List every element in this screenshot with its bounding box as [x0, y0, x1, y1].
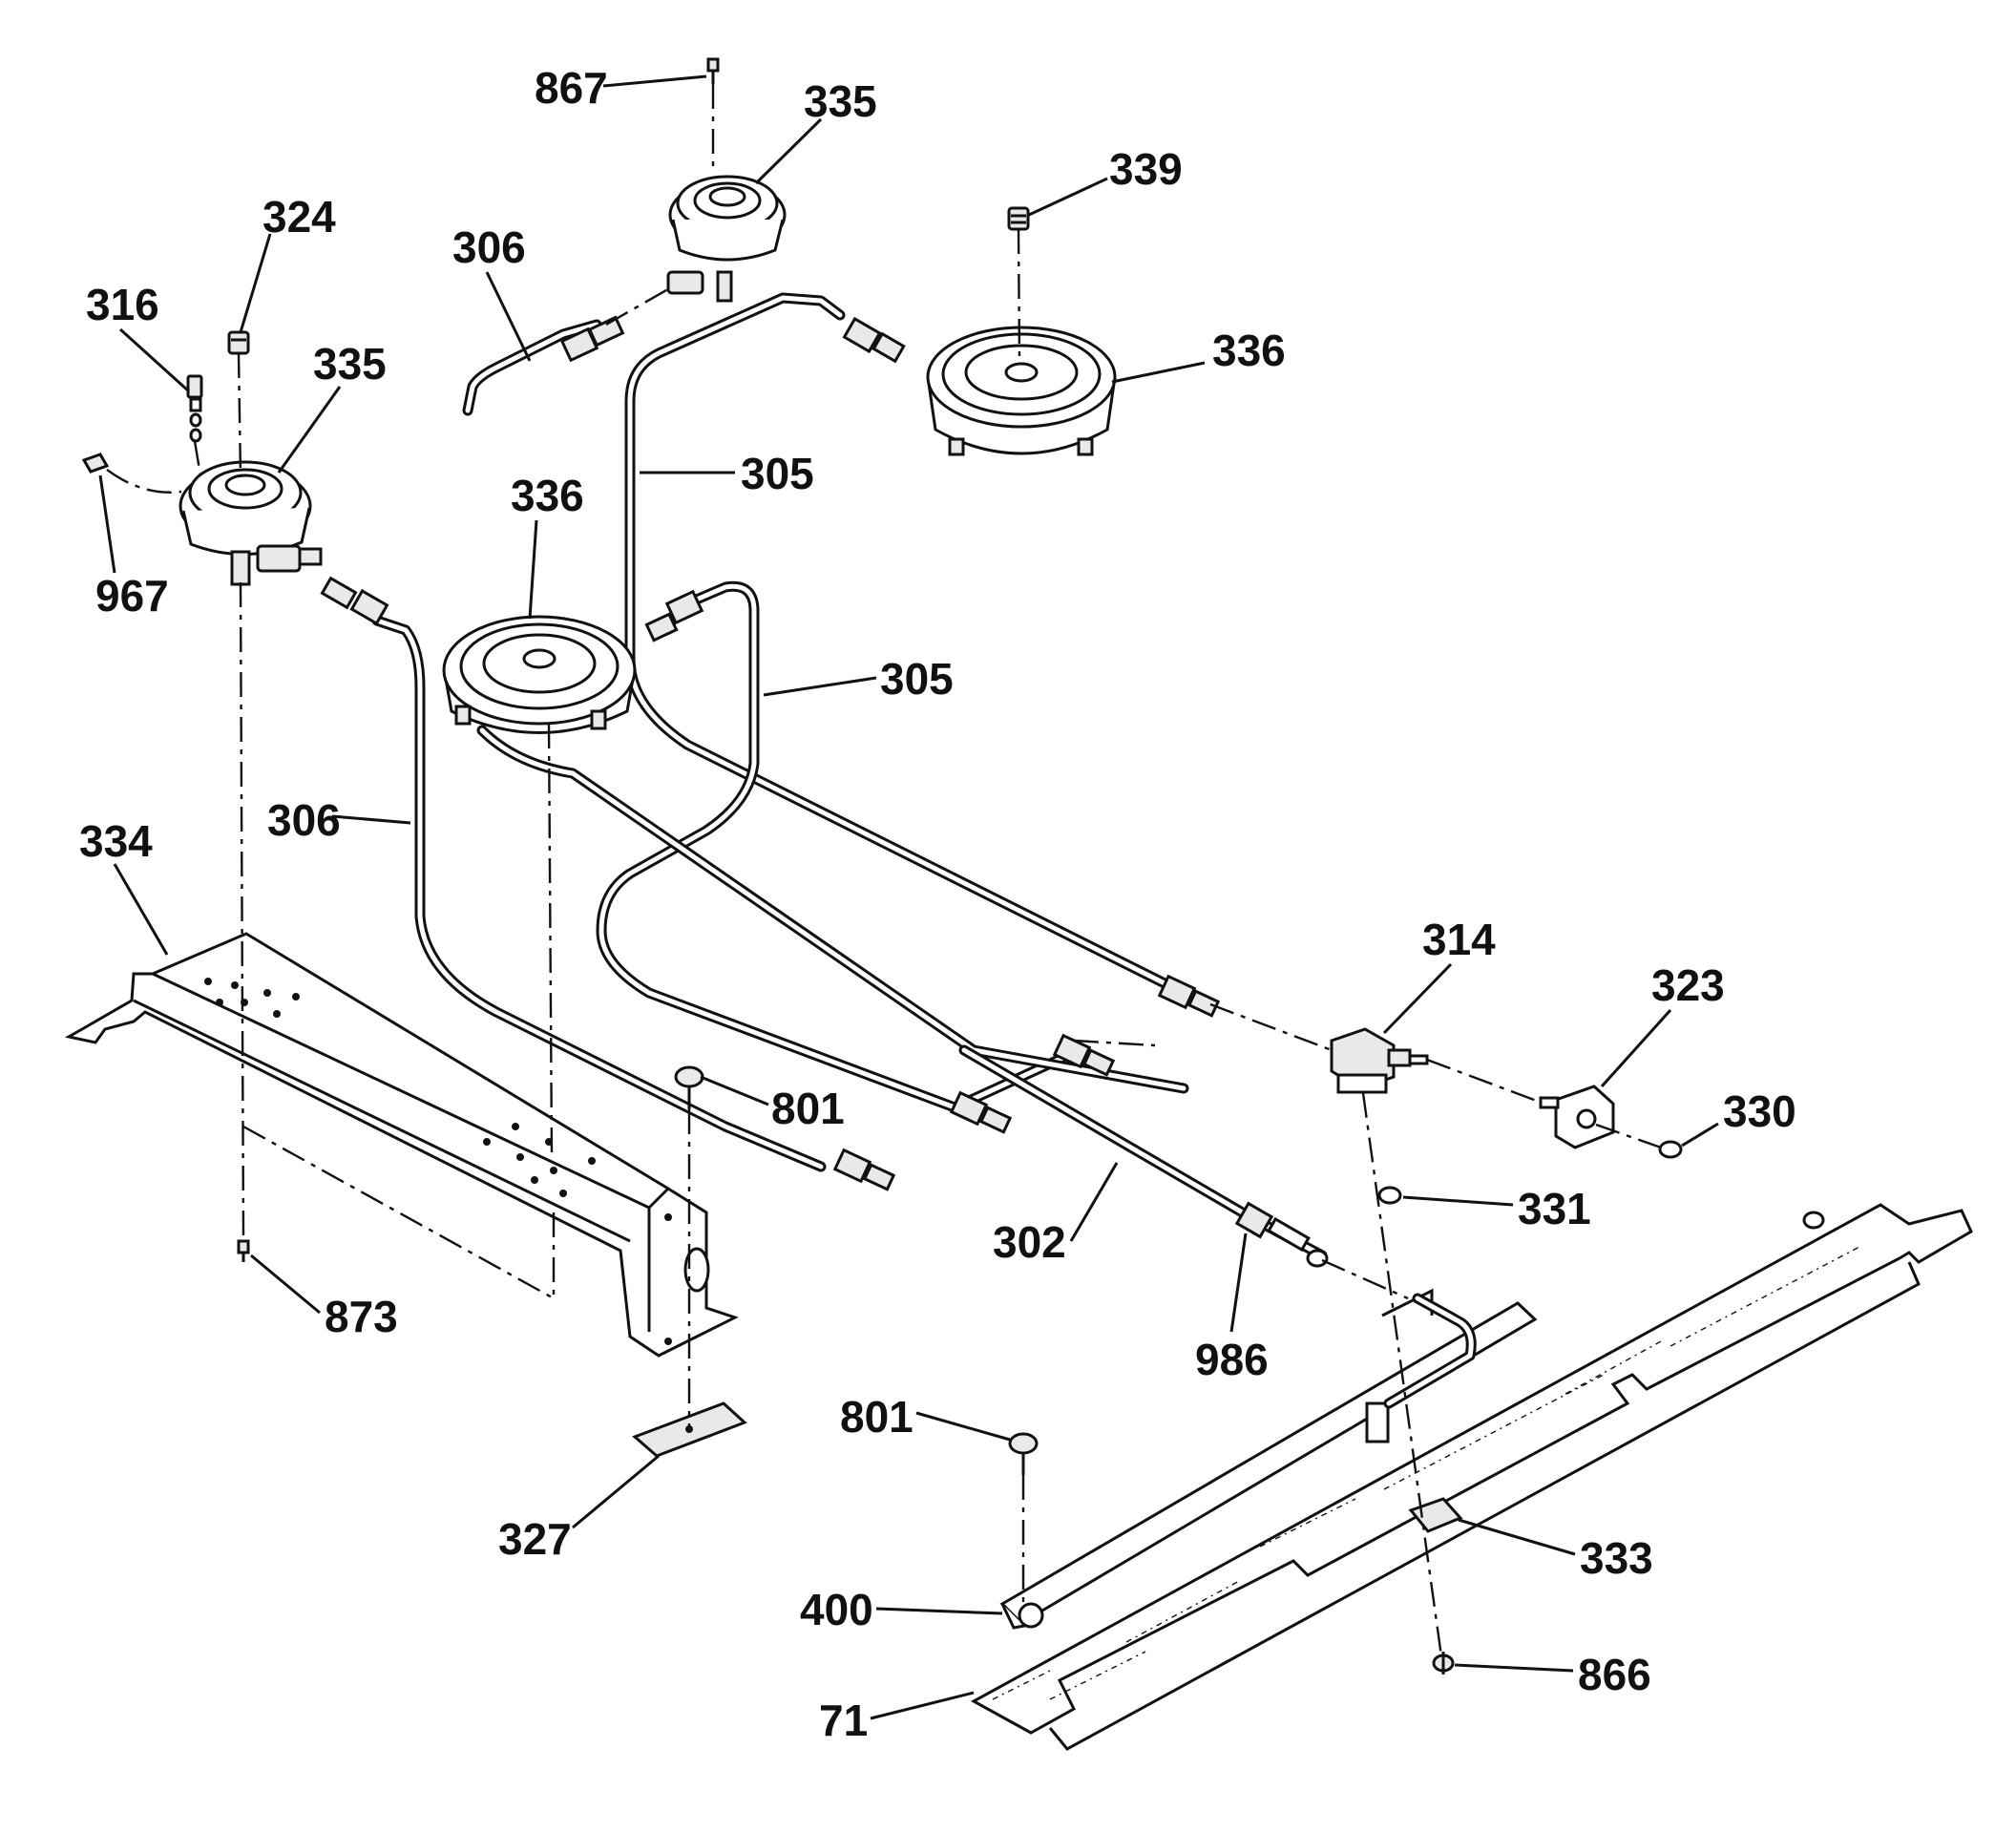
callout-967: 967 [95, 571, 169, 621]
orifice-324 [227, 330, 250, 355]
callout-323: 323 [1651, 960, 1725, 1010]
leader-lines [98, 74, 1719, 1720]
screw-867 [706, 57, 720, 84]
callout-labels: 867 335 339 324 306 316 335 336 305 336 … [79, 63, 1796, 1745]
callout-801-top: 801 [771, 1084, 845, 1133]
fitting-986 [1234, 1201, 1329, 1268]
burner-335-left [178, 460, 323, 586]
part-331 [1377, 1186, 1402, 1205]
burner-336-right [926, 326, 1117, 456]
gas-tubes [371, 292, 1328, 1261]
callout-324: 324 [262, 192, 336, 242]
burner-335-top [666, 175, 787, 303]
tube-fittings [320, 315, 1221, 1191]
callout-400: 400 [800, 1585, 873, 1634]
electrode-316 [186, 374, 203, 443]
nut-330 [1658, 1140, 1683, 1159]
callout-331: 331 [1518, 1184, 1591, 1233]
burner-336-mid [442, 615, 637, 734]
panel-71 [970, 1203, 1973, 1751]
valve-314 [1330, 1027, 1429, 1094]
callout-336-right: 336 [1212, 326, 1286, 375]
callout-305-top: 305 [741, 449, 814, 498]
callout-306-top: 306 [452, 222, 526, 272]
clamp-333 [1408, 1497, 1463, 1533]
callout-801-bottom: 801 [840, 1392, 914, 1442]
bracket-334 [64, 932, 739, 1358]
callout-316: 316 [86, 280, 159, 329]
callout-986: 986 [1195, 1335, 1269, 1384]
screw-866 [1432, 1652, 1455, 1675]
screw-873 [237, 1239, 250, 1262]
callout-314: 314 [1422, 915, 1496, 964]
callout-335-left: 335 [313, 339, 387, 389]
switch-323 [1539, 1085, 1615, 1149]
callout-335-top: 335 [804, 76, 877, 126]
callout-867: 867 [535, 63, 608, 113]
assembly-centerlines [106, 84, 1662, 1657]
callout-336-mid: 336 [511, 471, 584, 520]
callout-305-mid: 305 [880, 654, 954, 704]
screw-801-bottom [1008, 1432, 1039, 1475]
callout-330: 330 [1723, 1086, 1796, 1136]
callout-334: 334 [79, 816, 153, 866]
callout-866: 866 [1578, 1650, 1651, 1699]
manifold-400 [999, 1288, 1538, 1630]
callout-302: 302 [993, 1217, 1066, 1267]
callout-333: 333 [1580, 1533, 1653, 1583]
callout-339: 339 [1109, 144, 1183, 194]
callout-306-mid: 306 [267, 795, 341, 845]
callout-327: 327 [498, 1514, 572, 1564]
orifice-339 [1007, 206, 1030, 231]
clip-967 [81, 453, 110, 474]
callout-873: 873 [325, 1292, 398, 1341]
callout-71: 71 [819, 1696, 868, 1745]
